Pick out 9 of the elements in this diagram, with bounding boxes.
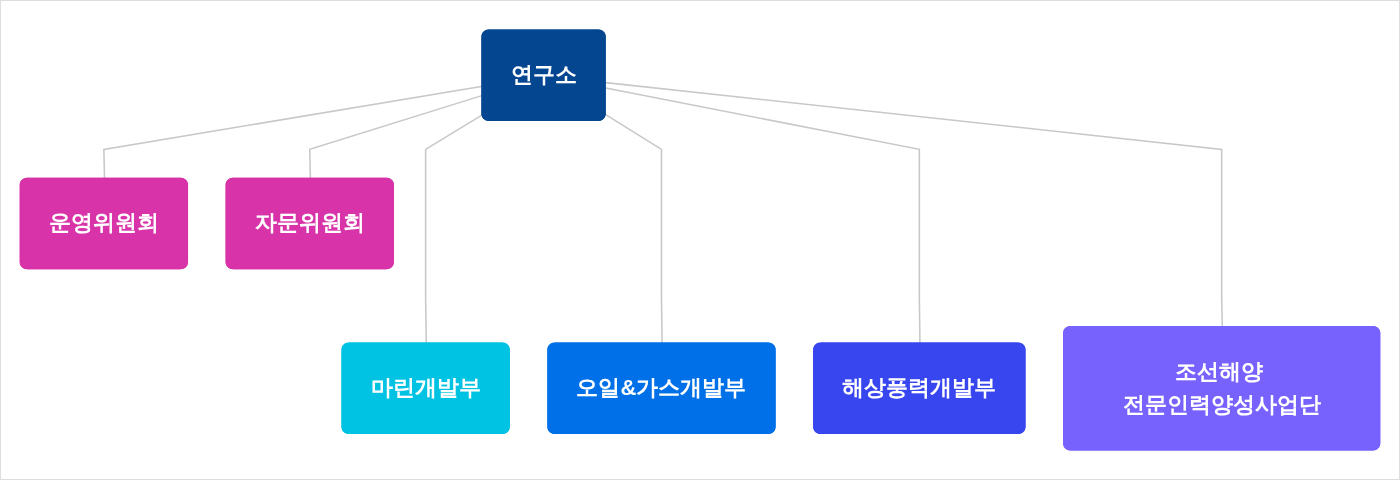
org-unit-box: 연구소: [481, 29, 606, 121]
connector-line: [604, 113, 663, 345]
org-unit-box: 해상풍력개발부: [813, 342, 1026, 434]
org-unit-box: 자문위원회: [225, 177, 394, 270]
org-unit-box: 운영위원회: [19, 177, 189, 270]
org-unit-box: 조선해양 전문인력양성사업단: [1063, 326, 1381, 451]
connector-line: [424, 113, 484, 345]
org-unit-box: 마린개발부: [341, 342, 510, 434]
org-unit-box: 오일&가스개발부: [547, 342, 776, 434]
